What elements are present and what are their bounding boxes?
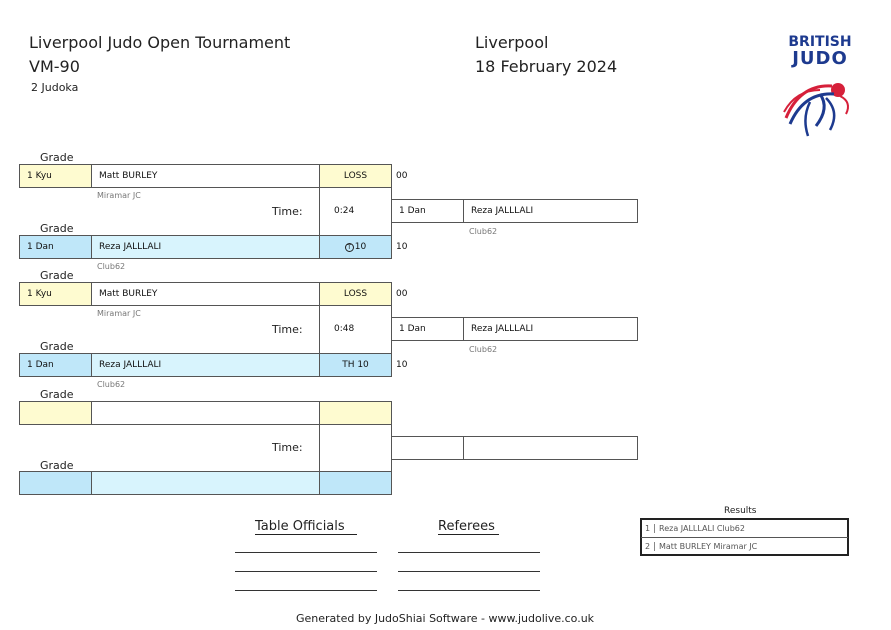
m1-time: 0:24 <box>334 206 355 216</box>
final-top-grade <box>19 401 92 425</box>
signature-line <box>235 552 377 553</box>
grade-label: Grade <box>40 269 74 282</box>
m1-top-grade: 1 Kyu <box>19 164 92 188</box>
m1-bottom-result-cell: T 10 <box>319 235 392 259</box>
m1-top-result: LOSS <box>319 164 392 188</box>
signature-line <box>235 590 377 591</box>
signature-line <box>398 590 540 591</box>
final-top-result <box>319 401 392 425</box>
m1-bottom-result: 10 <box>354 242 367 252</box>
m1-bottom-name: Reza JALLLALI <box>91 235 320 259</box>
m1-winner-name: Reza JALLLALI <box>463 199 638 223</box>
m2-bottom-score: 10 <box>396 360 408 370</box>
m2-winner-name: Reza JALLLALI <box>463 317 638 341</box>
m2-top-grade: 1 Kyu <box>19 282 92 306</box>
logo-line1: BRITISH <box>788 34 852 50</box>
signature-line <box>398 571 540 572</box>
m1-bottom-club: Club62 <box>97 262 126 271</box>
final-bottom-grade <box>19 471 92 495</box>
m2-bottom-grade: 1 Dan <box>19 353 92 377</box>
m2-winner-grade: 1 Dan <box>391 317 464 341</box>
time-label: Time: <box>272 323 303 336</box>
m2-top-score: 00 <box>396 289 408 299</box>
penalty-icon: T <box>344 242 354 252</box>
location-label: Liverpool <box>475 33 549 52</box>
results-rank: 2 <box>641 542 655 551</box>
results-name: Reza JALLLALI Club62 <box>659 523 745 533</box>
results-rank: 1 <box>641 523 655 533</box>
signature-line <box>398 552 540 553</box>
m2-top-club: Miramar JC <box>97 309 141 318</box>
results-row: 2 Matt BURLEY Miramar JC <box>641 537 848 555</box>
grade-label: Grade <box>40 459 74 472</box>
m2-bottom-name: Reza JALLLALI <box>91 353 320 377</box>
m2-top-name: Matt BURLEY <box>91 282 320 306</box>
results-name: Matt BURLEY Miramar JC <box>659 542 758 551</box>
final-top-name <box>91 401 320 425</box>
m2-top-result: LOSS <box>319 282 392 306</box>
grade-label: Grade <box>40 340 74 353</box>
tournament-title: Liverpool Judo Open Tournament <box>29 33 291 52</box>
british-judo-logo: BRITISH JUDO <box>780 34 860 142</box>
table-officials-heading: Table Officials <box>255 519 357 535</box>
m1-bottom-grade: 1 Dan <box>19 235 92 259</box>
grade-label: Grade <box>40 151 74 164</box>
m1-winner-club: Club62 <box>469 227 498 236</box>
final-winner-grade <box>391 436 464 460</box>
m2-bottom-club: Club62 <box>97 380 126 389</box>
signature-line <box>235 571 377 572</box>
date-label: 18 February 2024 <box>475 57 618 76</box>
logo-figure-icon <box>783 83 849 137</box>
results-title: Results <box>724 506 757 516</box>
m1-winner-grade: 1 Dan <box>391 199 464 223</box>
time-label: Time: <box>272 441 303 454</box>
judoka-count: 2 Judoka <box>31 81 79 94</box>
grade-label: Grade <box>40 388 74 401</box>
referees-heading: Referees <box>438 519 499 535</box>
m2-time: 0:48 <box>334 324 355 334</box>
m1-top-club: Miramar JC <box>97 191 141 200</box>
m1-top-name: Matt BURLEY <box>91 164 320 188</box>
time-label: Time: <box>272 205 303 218</box>
grade-label: Grade <box>40 222 74 235</box>
m2-bottom-result: TH 10 <box>319 353 392 377</box>
results-row: 1 Reza JALLLALI Club62 <box>641 519 848 537</box>
m1-bottom-score: 10 <box>396 242 408 252</box>
category-label: VM-90 <box>29 57 80 76</box>
m1-top-score: 00 <box>396 171 408 181</box>
logo-line2: JUDO <box>792 48 848 69</box>
m2-winner-club: Club62 <box>469 345 498 354</box>
final-bottom-name <box>91 471 320 495</box>
footer-generated: Generated by JudoShiai Software - www.ju… <box>296 612 595 625</box>
final-bottom-result <box>319 471 392 495</box>
final-winner-name <box>463 436 638 460</box>
